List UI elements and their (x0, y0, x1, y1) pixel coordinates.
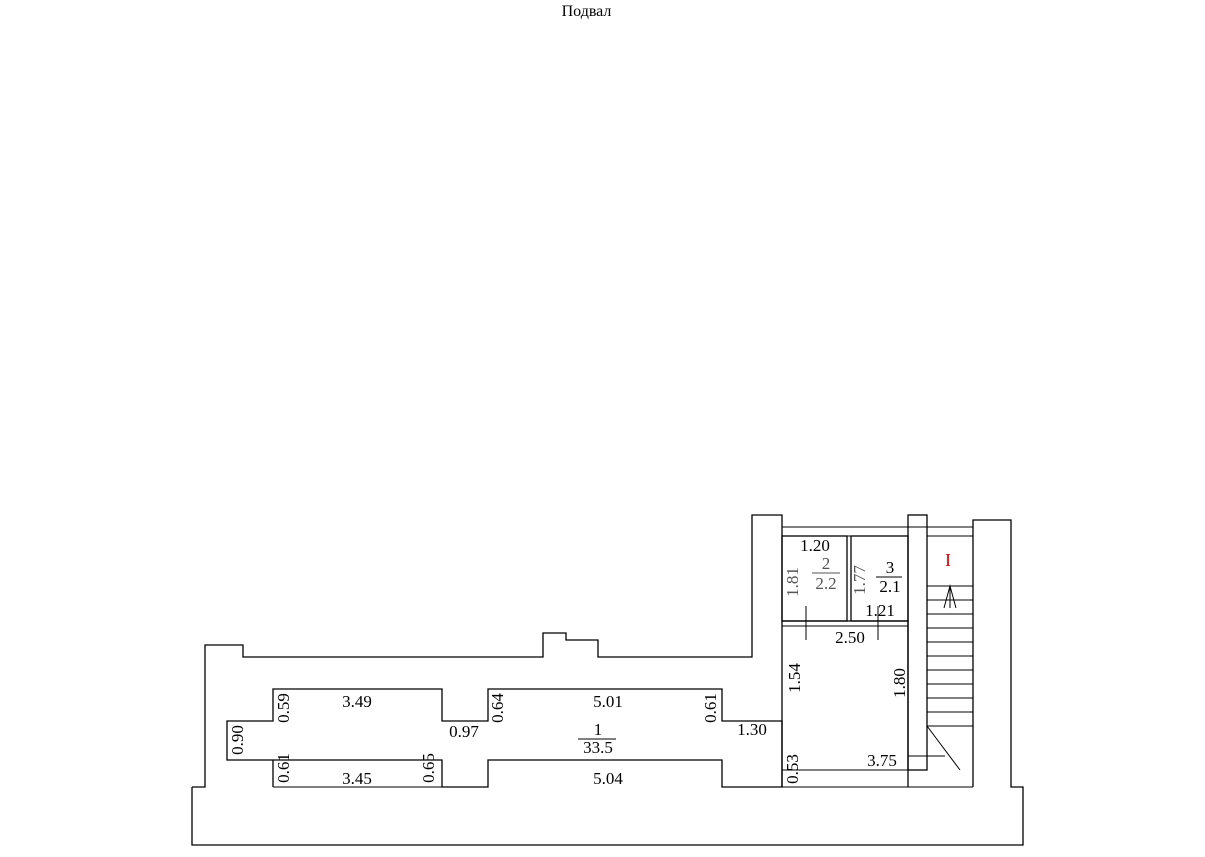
dim-hall-left: 1.54 (785, 663, 804, 693)
dim-top-left: 3.49 (342, 692, 372, 711)
room-1-outline (226, 688, 783, 788)
dim-hall-width: 2.50 (835, 628, 865, 647)
dim-right-step: 0.61 (701, 693, 720, 723)
dim-room3-height: 1.77 (850, 565, 869, 595)
dim-room3-width: 1.21 (865, 601, 895, 620)
dim-room2-height: 1.81 (783, 567, 802, 597)
dim-niche-bottom-height: 0.65 (419, 753, 438, 783)
room-1-number: 1 (594, 720, 603, 739)
room-2-number: 2 (822, 554, 831, 573)
outer-wall-left (192, 514, 783, 788)
dim-hall-bottom: 3.75 (867, 751, 897, 770)
dim-step-upper-left: 0.59 (274, 693, 293, 723)
outer-wall (191, 519, 1024, 846)
dim-hall-right: 1.80 (890, 668, 909, 698)
room-2-area: 2.2 (815, 574, 836, 593)
dim-top-middle: 5.01 (593, 692, 623, 711)
dim-right-bottom-step: 0.53 (783, 754, 802, 784)
dim-niche-top-height: 0.64 (488, 693, 507, 723)
dim-bottom-left: 3.45 (342, 769, 372, 788)
room-3-area: 2.1 (879, 577, 900, 596)
stair-label: I (945, 550, 951, 570)
room-3-number: 3 (886, 558, 895, 577)
stair-arrow-icon (943, 584, 957, 609)
dim-corridor-width: 1.30 (737, 720, 767, 739)
room-1-area: 33.5 (583, 738, 613, 757)
dim-niche-width: 0.97 (449, 722, 479, 741)
dim-left-end: 0.90 (228, 725, 247, 755)
dim-bottom-middle: 5.04 (593, 769, 623, 788)
dim-room2-width: 1.20 (800, 536, 830, 555)
plan-title: Подвал (561, 3, 612, 20)
dim-step-lower-left: 0.61 (274, 753, 293, 783)
